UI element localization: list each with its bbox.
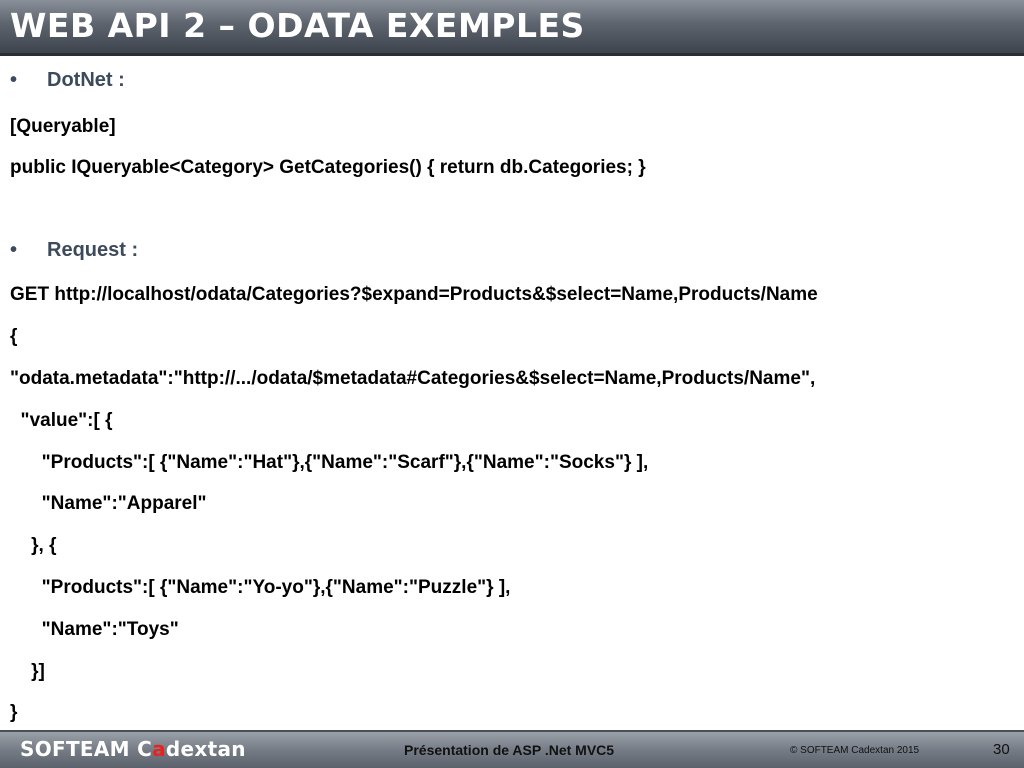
bullet-dotnet: • DotNet : <box>10 69 125 92</box>
code-line: }] <box>10 661 45 682</box>
logo-text-part1: SOFTEAM C <box>20 737 153 761</box>
logo-text-accent: a <box>152 737 166 761</box>
bullet-dot-icon: • <box>10 69 18 91</box>
code-line: } <box>10 702 18 723</box>
presentation-title: Présentation de ASP .Net MVC5 <box>404 742 615 758</box>
slide-content: • DotNet : [Queryable] public IQueryable<… <box>0 56 1024 730</box>
slide-footer: SOFTEAM Cadextan Présentation de ASP .Ne… <box>0 730 1024 768</box>
page-number: 30 <box>993 741 1010 758</box>
code-line: GET http://localhost/odata/Categories?$e… <box>10 284 818 305</box>
code-line: "Products":[ {"Name":"Hat"},{"Name":"Sca… <box>10 452 649 473</box>
code-line: "Name":"Apparel" <box>10 493 207 514</box>
bullet-dotnet-label: DotNet : <box>47 69 125 91</box>
bullet-request: • Request : <box>10 239 138 262</box>
code-line: "Products":[ {"Name":"Yo-yo"},{"Name":"P… <box>10 577 511 598</box>
code-line: { <box>10 326 18 347</box>
code-line: }, { <box>10 535 57 556</box>
code-line: "value":[ { <box>10 410 113 431</box>
code-line: public IQueryable<Category> GetCategorie… <box>10 157 646 178</box>
slide-title: WEB API 2 – ODATA EXEMPLES <box>10 6 585 45</box>
code-line: "Name":"Toys" <box>10 619 179 640</box>
slide-header: WEB API 2 – ODATA EXEMPLES <box>0 0 1024 56</box>
softeam-cadextan-logo: SOFTEAM Cadextan <box>20 737 246 761</box>
bullet-dot-icon: • <box>10 239 18 261</box>
code-line: "odata.metadata":"http://.../odata/$meta… <box>10 368 816 389</box>
code-line: [Queryable] <box>10 116 116 137</box>
logo-text-part2: dextan <box>165 737 246 761</box>
bullet-request-label: Request : <box>47 239 139 261</box>
copyright-notice: © SOFTEAM Cadextan 2015 <box>790 745 920 756</box>
